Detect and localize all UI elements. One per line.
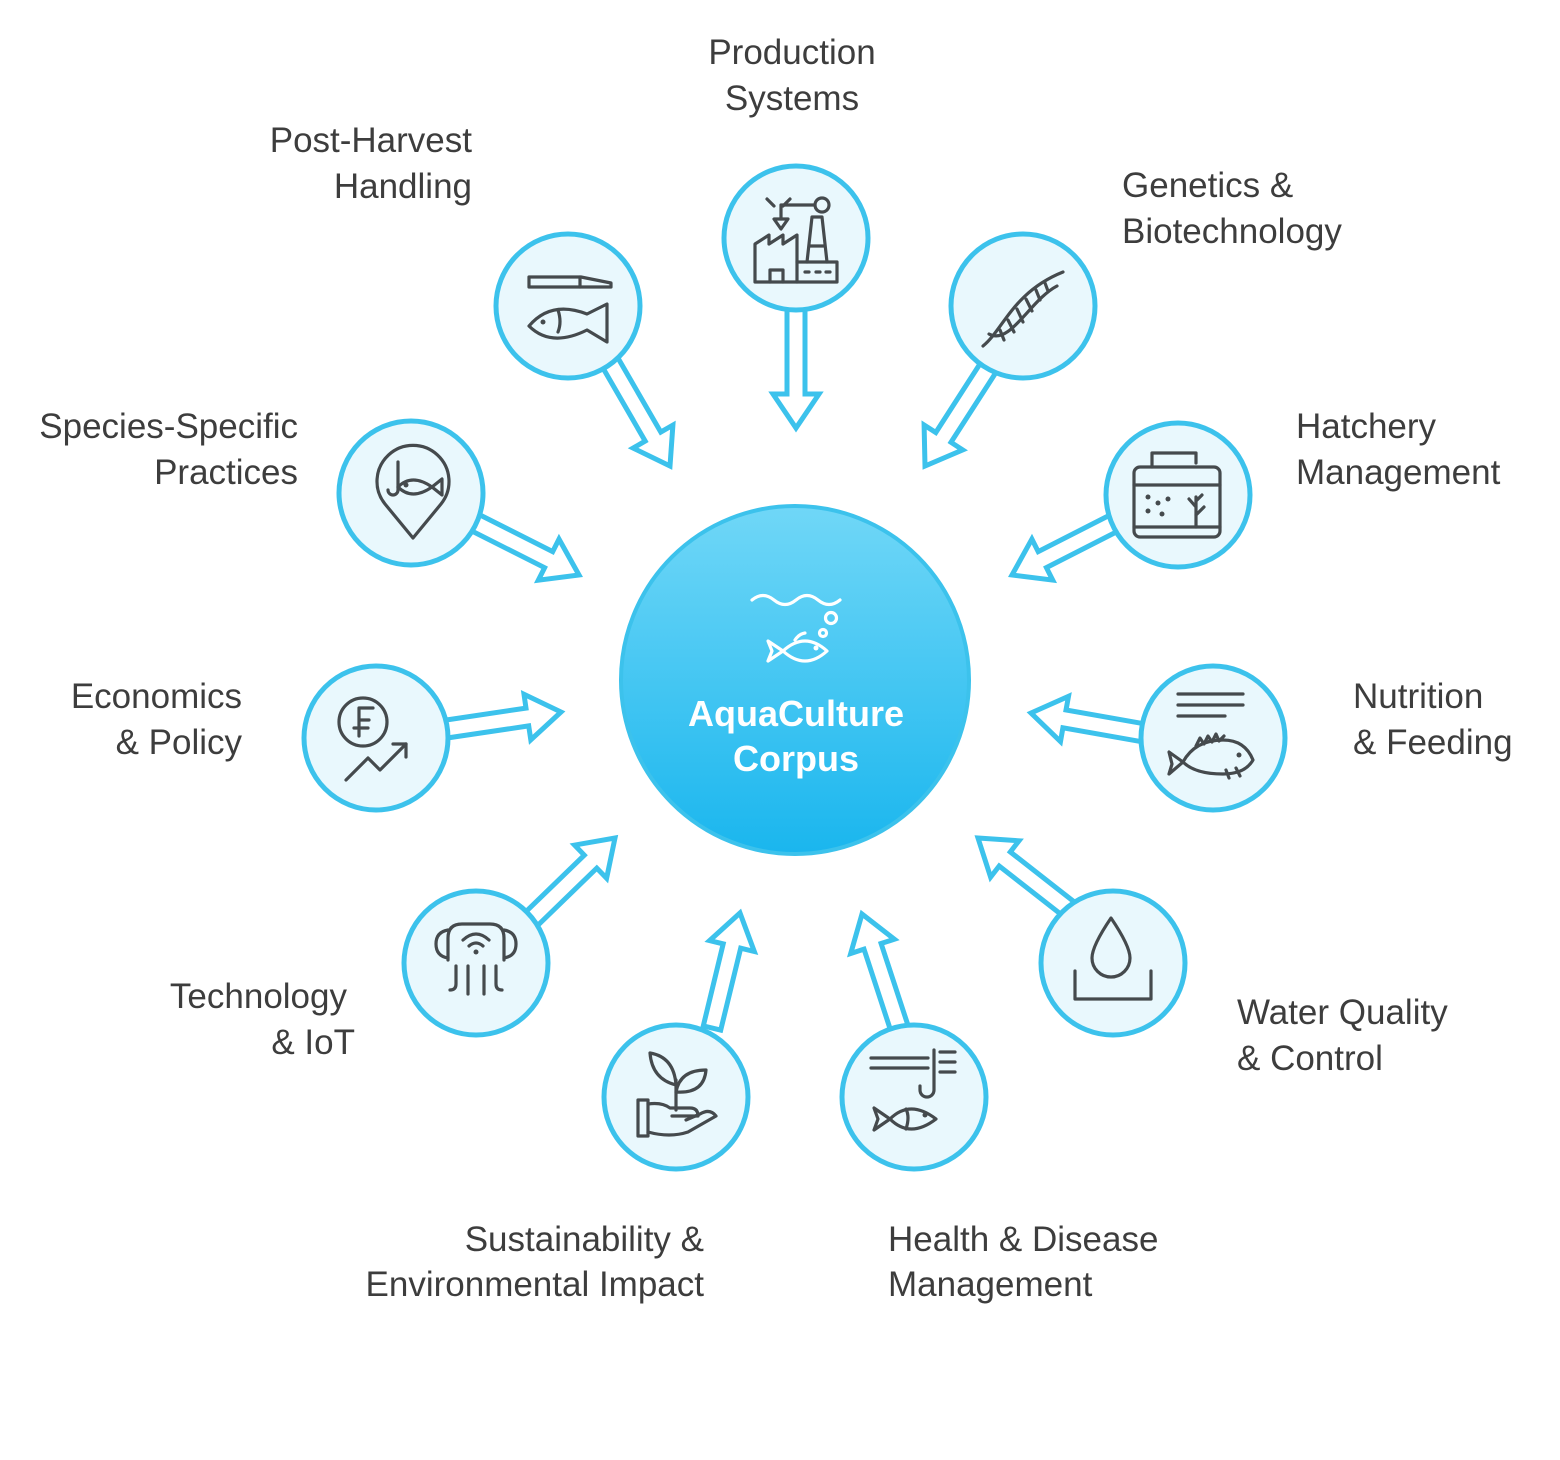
label-line1: Sustainability & [465, 1220, 704, 1259]
label-line1: Hatchery [1296, 407, 1437, 446]
node-circle [839, 1022, 989, 1172]
label-line1: Nutrition [1353, 677, 1483, 716]
label-line2: & IoT [271, 1023, 355, 1062]
fish-location-pin-icon [375, 443, 451, 540]
node-health-disease-management[interactable]: Health & Disease Management [839, 1022, 1158, 1304]
label-line2: Management [1296, 453, 1501, 492]
node-circle [1103, 420, 1253, 570]
arrow-hatchery [1008, 508, 1128, 584]
node-hatchery-management[interactable]: Hatchery Management [1103, 407, 1501, 570]
node-technology-iot[interactable]: Technology & IoT [170, 888, 551, 1062]
plant-hand-icon [636, 1051, 718, 1138]
center-title-line1: AquaCulture [688, 693, 904, 734]
arrow-production [768, 297, 824, 433]
center-hub[interactable]: AquaCulture Corpus [619, 504, 971, 856]
center-circle [619, 504, 971, 856]
fish-in-water-icon [750, 593, 842, 663]
label-line1: Production [708, 33, 875, 72]
node-circle [301, 663, 451, 813]
node-economics-policy[interactable]: Economics & Policy [71, 663, 451, 813]
label-line2: & Control [1237, 1039, 1383, 1078]
arrow-genetics [921, 356, 1002, 470]
label-line2: & Policy [116, 723, 243, 762]
label-line2: Handling [334, 167, 472, 206]
arrow-economics [435, 690, 566, 745]
node-sustainability-environmental-impact[interactable]: Sustainability & Environmental Impact [366, 1022, 751, 1304]
node-production-systems[interactable]: Production Systems [708, 33, 876, 313]
label-line1: Technology [170, 977, 348, 1016]
label-line1: Post-Harvest [270, 121, 473, 160]
knife-fish-icon [527, 275, 613, 344]
label-line2: Practices [154, 453, 298, 492]
arrow-species [462, 508, 583, 584]
node-nutrition-feeding[interactable]: Nutrition & Feeding [1138, 663, 1513, 813]
label-line1: Health & Disease [888, 1220, 1158, 1259]
label-line1: Genetics & [1122, 166, 1293, 205]
water-drop-icon [1073, 916, 1153, 1001]
arrow-health [846, 909, 912, 1036]
label-line2: Biotechnology [1122, 212, 1342, 251]
node-circle [1038, 888, 1188, 1038]
factory-icon [753, 196, 839, 284]
iot-sensor-icon [434, 922, 518, 996]
arrow-sustainability [700, 908, 759, 1034]
label-line2: Environmental Impact [366, 1265, 705, 1304]
arrow-nutrition [1026, 692, 1155, 747]
currency-growth-icon [337, 696, 408, 782]
fish-hook-icon [869, 1048, 957, 1132]
label-line2: Systems [725, 79, 859, 118]
node-genetics-biotechnology[interactable]: Genetics & Biotechnology [948, 166, 1342, 381]
arrow-water [974, 835, 1080, 921]
fish-feed-icon [1167, 692, 1255, 780]
node-circle [493, 231, 643, 381]
label-line2: Management [888, 1265, 1093, 1304]
node-species-specific-practices[interactable]: Species-Specific Practices [39, 407, 486, 568]
label-line2: & Feeding [1353, 723, 1513, 762]
arrows-layer [435, 297, 1155, 1036]
node-water-quality-control[interactable]: Water Quality & Control [1038, 888, 1448, 1078]
node-circle [401, 888, 551, 1038]
dna-icon [981, 270, 1065, 348]
label-line1: Economics [71, 677, 242, 716]
center-title-line2: Corpus [733, 738, 859, 779]
aquarium-tank-icon [1132, 451, 1222, 539]
label-line1: Species-Specific [39, 407, 298, 446]
arrow-postharvest [595, 349, 676, 470]
node-post-harvest-handling[interactable]: Post-Harvest Handling [270, 121, 643, 381]
label-line1: Water Quality [1237, 993, 1448, 1032]
node-circle [948, 231, 1098, 381]
